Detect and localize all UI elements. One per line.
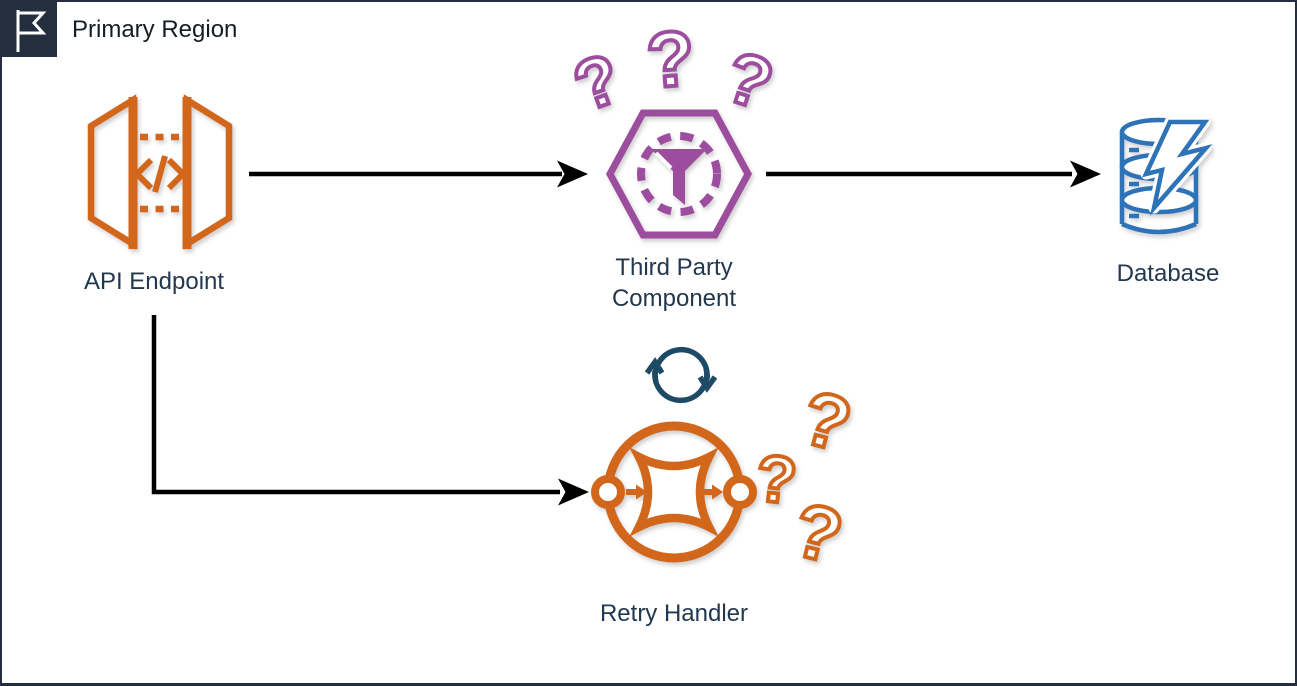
question-mark-icon: ? [785, 487, 851, 581]
retry-workflow-icon [591, 421, 757, 563]
region-badge [2, 2, 57, 57]
api-gateway-endpoint-icon [87, 94, 233, 250]
region-title: Primary Region [72, 16, 238, 43]
edge-api-to-retry-handler[interactable] [151, 315, 589, 506]
edge-third-party-to-database[interactable] [766, 160, 1101, 188]
question-mark-icon: ? [793, 375, 860, 469]
node-retry-handler[interactable] [591, 410, 757, 574]
node-third-party-component[interactable] [606, 109, 752, 239]
question-mark-icon: ? [752, 440, 800, 518]
node-label-database: Database [1116, 260, 1220, 287]
question-mark-icon: ? [644, 13, 698, 104]
sync-arrows-icon [644, 346, 718, 404]
node-label-line: Component [611, 285, 737, 312]
edge-api-to-third-party[interactable] [249, 160, 588, 188]
node-database[interactable] [1112, 108, 1216, 238]
question-marks-third-party: ? ? ? [562, 11, 784, 128]
database-lightning-icon [1119, 116, 1213, 235]
third-party-hexagon-filter-icon [606, 109, 752, 239]
node-label-line: Third Party [615, 254, 733, 281]
node-label-api-endpoint: API Endpoint [83, 268, 225, 295]
flag-icon [16, 10, 47, 52]
node-label-third-party: Third Party Component [554, 252, 794, 314]
node-retry-loop[interactable] [642, 336, 720, 414]
node-api-endpoint[interactable] [75, 92, 245, 252]
node-label-retry-handler: Retry Handler [599, 600, 749, 627]
question-marks-retry-handler: ? ? ? [750, 373, 861, 583]
